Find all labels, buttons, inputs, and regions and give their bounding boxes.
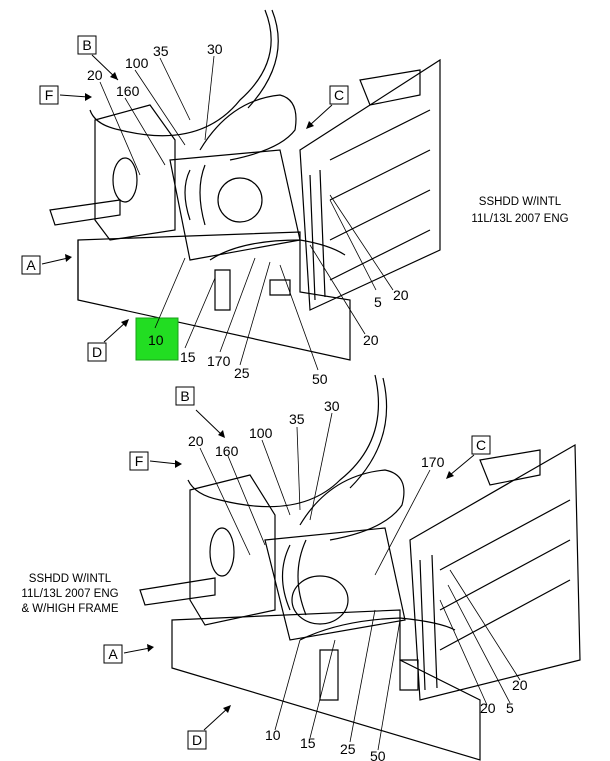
svg-text:C: C — [476, 437, 486, 453]
top-callout-20: 20 — [363, 332, 379, 348]
bottom-callout-100: 100 — [249, 425, 273, 441]
bottom-callout-15: 15 — [300, 735, 316, 751]
svg-text:B: B — [180, 388, 189, 404]
top-callout-25: 25 — [234, 365, 250, 381]
top-caption-line-1: SSHDD W/INTL — [479, 196, 562, 208]
top-callout-20: 20 — [393, 287, 409, 303]
top-callout-10-highlight — [135, 317, 179, 361]
bottom-callout-5: 5 — [506, 700, 514, 716]
bottom-callout-25: 25 — [340, 741, 356, 757]
bottom-callout-20: 20 — [480, 700, 496, 716]
top-box-label-a: A — [21, 254, 72, 275]
top-callout-170: 170 — [207, 353, 231, 369]
top-callout-10: 10 — [148, 332, 164, 348]
top-engine-illustration — [49, 9, 441, 361]
svg-text:C: C — [334, 87, 344, 103]
bottom-callout-160: 160 — [215, 443, 239, 459]
bottom-box-label-d: D — [187, 705, 231, 750]
bottom-callout-35: 35 — [289, 411, 305, 427]
bottom-caption-line-2: 11L/13L 2007 ENG — [21, 588, 118, 600]
bottom-caption-line-3: & W/HIGH FRAME — [21, 603, 118, 615]
top-callout-35: 35 — [153, 43, 169, 59]
top-caption-line-2: 11L/13L 2007 ENG — [471, 213, 568, 225]
bottom-callout-10: 10 — [265, 727, 281, 743]
top-callout-20: 20 — [87, 67, 103, 83]
svg-text:A: A — [108, 646, 118, 662]
svg-text:B: B — [82, 37, 91, 53]
bottom-box-label-c: C — [446, 435, 491, 479]
bottom-callout-20: 20 — [188, 433, 204, 449]
top-callout-5: 5 — [374, 294, 382, 310]
top-box-label-f: F — [39, 85, 92, 105]
top-box-label-d: D — [87, 319, 129, 362]
bottom-box-label-f: F — [129, 451, 182, 471]
svg-text:A: A — [26, 257, 36, 273]
top-callout-15: 15 — [180, 349, 196, 365]
bottom-callout-20: 20 — [512, 677, 528, 693]
bottom-box-label-a: A — [103, 644, 154, 664]
bottom-box-label-b: B — [175, 386, 225, 438]
bottom-callout-50: 50 — [370, 748, 386, 761]
top-box-label-b: B — [77, 35, 119, 81]
top-view: B F C A D — [21, 9, 569, 387]
top-callout-160: 160 — [116, 83, 140, 99]
top-callout-50: 50 — [312, 371, 328, 387]
top-callout-30: 30 — [207, 41, 223, 57]
svg-text:F: F — [45, 87, 54, 103]
svg-text:F: F — [135, 453, 144, 469]
bottom-view: B F C A D — [21, 374, 581, 761]
bottom-callout-30: 30 — [324, 398, 340, 414]
top-box-label-c: C — [306, 85, 349, 129]
svg-text:D: D — [192, 732, 202, 748]
bottom-leader-lines — [199, 412, 521, 751]
svg-text:D: D — [92, 344, 102, 360]
bottom-callout-170: 170 — [421, 454, 445, 470]
bottom-caption-line-1: SSHDD W/INTL — [29, 573, 112, 585]
top-callout-100: 100 — [125, 55, 149, 71]
top-leader-lines — [99, 55, 394, 371]
bottom-engine-illustration — [139, 374, 581, 761]
